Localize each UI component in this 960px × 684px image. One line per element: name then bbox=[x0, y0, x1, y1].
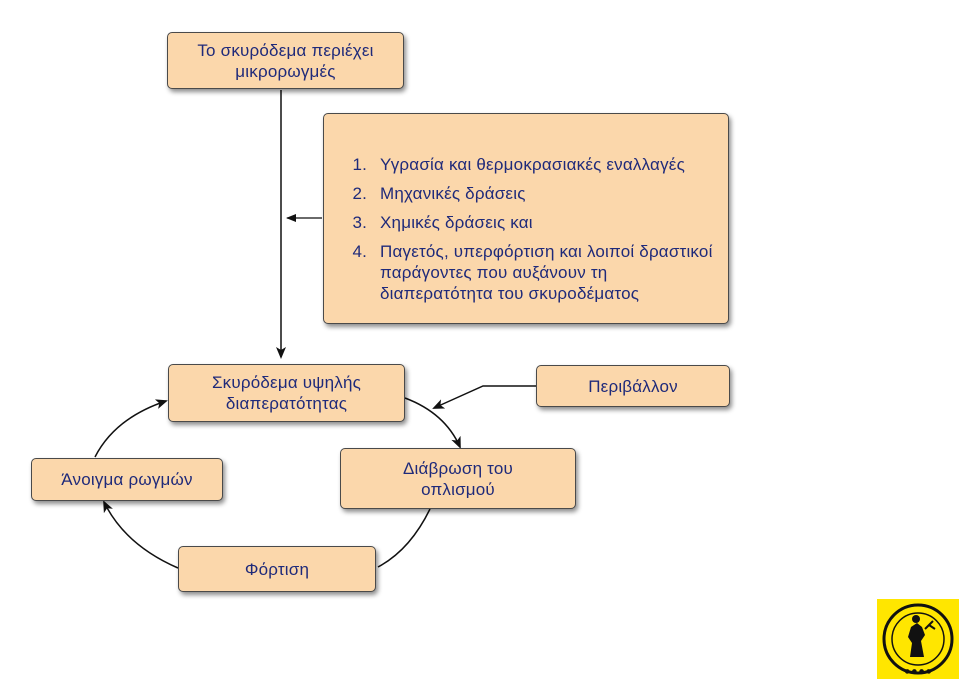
arrow-permeability-to-corrosion bbox=[404, 397, 461, 449]
cause-item: Παγετός, υπερφόρτιση και λοιποί δραστικο… bbox=[372, 241, 714, 304]
crack-opening-label: Άνοιγμα ρωγμών bbox=[61, 470, 193, 489]
high-permeability-label: Σκυρόδεμα υψηλής διαπερατότητας bbox=[211, 373, 362, 413]
environment-box: Περιβάλλον bbox=[536, 365, 730, 407]
arrow-loading-to-cracks bbox=[103, 500, 179, 569]
cause-item: Υγρασία και θερμοκρασιακές εναλλαγές bbox=[372, 154, 714, 175]
cause-item: Χημικές δράσεις και bbox=[372, 212, 714, 233]
cause-item: Μηχανικές δράσεις bbox=[372, 183, 714, 204]
university-seal-logo: ● ● ● ● bbox=[877, 599, 959, 679]
crack-opening-box: Άνοιγμα ρωγμών bbox=[31, 458, 223, 501]
loading-label: Φόρτιση bbox=[244, 559, 310, 579]
arrow-environment-to-cycle bbox=[432, 385, 537, 409]
causes-list: Υγρασία και θερμοκρασιακές εναλλαγές Μηχ… bbox=[342, 154, 714, 312]
environment-label: Περιβάλλον bbox=[588, 376, 678, 396]
arrow-cracks-to-permeability bbox=[94, 399, 168, 458]
corrosion-box: Διάβρωση του οπλισμού bbox=[340, 448, 576, 509]
microcracks-label: Το σκυρόδεμα περιέχει μικρορωγμές bbox=[197, 40, 374, 81]
high-permeability-box: Σκυρόδεμα υψηλής διαπερατότητας bbox=[168, 364, 405, 422]
corrosion-label: Διάβρωση του οπλισμού bbox=[403, 458, 513, 499]
loading-box: Φόρτιση bbox=[178, 546, 376, 592]
microcracks-box: Το σκυρόδεμα περιέχει μικρορωγμές bbox=[167, 32, 404, 89]
causes-box: Υγρασία και θερμοκρασιακές εναλλαγές Μηχ… bbox=[323, 113, 729, 324]
svg-text:● ● ● ●: ● ● ● ● bbox=[905, 668, 932, 675]
arrow-corrosion-to-loading bbox=[377, 508, 431, 568]
